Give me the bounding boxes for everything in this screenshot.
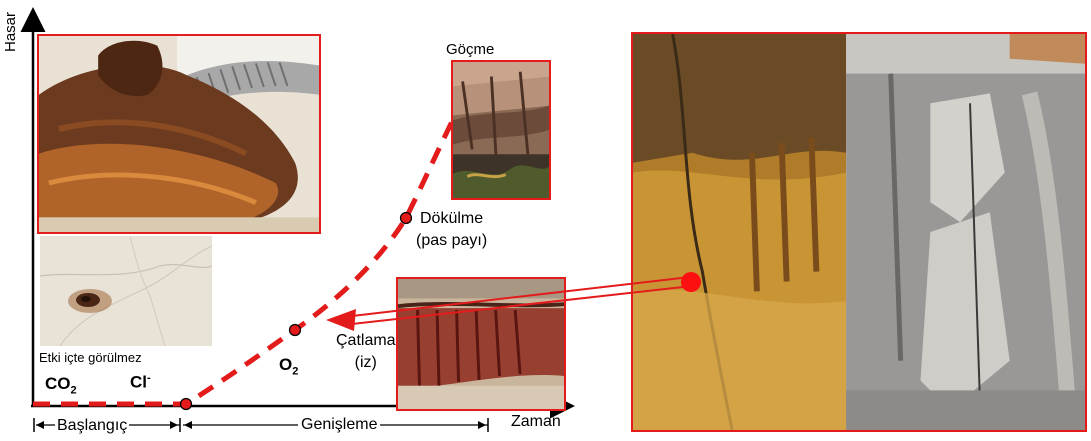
label-co2: CO2: [45, 374, 77, 396]
label-cracking-line2: (iz): [336, 352, 396, 374]
label-chloride: Cl-: [130, 372, 151, 393]
label-collapse: Göçme: [446, 41, 494, 58]
label-spalling-line1: Dökülme: [416, 208, 487, 230]
photo-corroded-bar: [37, 34, 321, 234]
label-chloride-text: Cl: [130, 373, 147, 392]
label-oxygen-text: O: [279, 355, 292, 374]
x-axis-label-text: Zaman: [511, 413, 561, 430]
label-oxygen: O2: [279, 355, 298, 377]
photo-corroded-column: [631, 32, 1087, 432]
point-initiation-end: [181, 399, 192, 410]
label-cracking: Çatlama (iz): [336, 330, 396, 374]
label-spalling: Dökülme (pas payı): [416, 208, 487, 252]
photo-rust-stain: [40, 236, 212, 346]
y-axis-label: Hasar: [2, 12, 19, 52]
label-co2-sub: 2: [71, 384, 77, 396]
photo-cracking: [396, 277, 566, 411]
point-cracking: [290, 325, 301, 336]
phase-propagation-label: Genişleme: [298, 416, 380, 434]
label-cracking-line1: Çatlama: [336, 330, 396, 352]
label-hidden-effect: Etki içte görülmez: [39, 350, 142, 365]
x-axis-label: Zaman: [511, 413, 561, 431]
phase-initiation-label: Başlangıç: [55, 417, 129, 435]
label-oxygen-sub: 2: [292, 365, 298, 377]
photo-collapse: [451, 60, 551, 200]
y-axis-label-text: Hasar: [2, 12, 19, 52]
label-chloride-sup: -: [147, 372, 151, 384]
label-spalling-line2: (pas payı): [416, 230, 487, 252]
label-co2-text: CO: [45, 374, 71, 393]
point-spalling: [401, 213, 412, 224]
